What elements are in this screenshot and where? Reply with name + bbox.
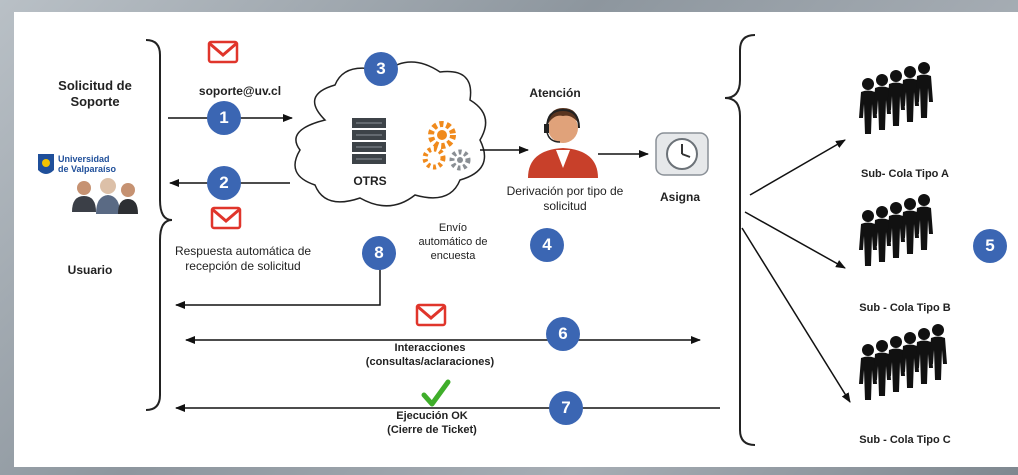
support-agent-icon <box>528 108 598 178</box>
step-badge-2: 2 <box>207 166 241 200</box>
logo-text: Universidad de Valparaíso <box>58 154 138 175</box>
logo-text-line2: de Valparaíso <box>58 163 117 174</box>
mail-icon <box>207 40 239 64</box>
interactions-line1: Interacciones <box>394 342 466 354</box>
derivation-line1: Derivación por tipo de <box>506 184 624 198</box>
execution-line1: Ejecución OK <box>396 410 468 422</box>
queue-c-label: Sub - Cola Tipo C <box>859 434 951 446</box>
mail-icon <box>415 303 447 327</box>
step-badge-1: 1 <box>207 101 241 135</box>
step-badge-4: 4 <box>530 228 564 262</box>
step-badge-8: 8 <box>362 236 396 270</box>
request-title-line2: Soporte <box>70 94 120 110</box>
survey-line1: Envío <box>438 222 468 234</box>
arrow-queue-c <box>741 227 851 403</box>
people-queue-icon <box>859 194 933 266</box>
gear-icon <box>422 121 471 171</box>
users-icon <box>72 178 138 214</box>
queue-a-label: Sub- Cola Tipo A <box>861 168 949 180</box>
left-brace <box>145 39 173 411</box>
diagram-canvas <box>14 12 1018 467</box>
university-logo-icon <box>38 154 54 174</box>
people-queue-icon <box>859 324 947 400</box>
logo-text-line1: Universidad <box>58 154 110 164</box>
step-badge-3: 3 <box>364 52 398 86</box>
request-title-line1: Solicitud de <box>58 78 132 93</box>
arrow-queue-b <box>744 211 846 269</box>
execution-line2: (Cierre de Ticket) <box>387 423 477 436</box>
arrow-survey <box>175 270 381 309</box>
clock-icon <box>655 132 709 176</box>
arrow-queue-a <box>749 139 846 196</box>
request-title: Solicitud de Soporte <box>40 78 150 111</box>
auto-reply-line2: recepción de solicitud <box>185 259 301 273</box>
step-badge-6: 6 <box>546 317 580 351</box>
right-brace <box>724 34 756 446</box>
user-label: Usuario <box>67 263 113 277</box>
derivation-label: Derivación por tipo de solicitud <box>490 184 640 214</box>
execution-label: Ejecución OK (Cierre de Ticket) <box>372 410 492 438</box>
support-email: soporte@uv.cl <box>198 84 282 98</box>
server-icon <box>352 118 386 164</box>
people-queue-icon <box>859 62 933 134</box>
step-badge-5: 5 <box>973 229 1007 263</box>
step-badge-7: 7 <box>549 391 583 425</box>
mail-icon <box>210 206 242 230</box>
survey-line3: encuesta <box>430 249 476 262</box>
interactions-line2: (consultas/aclaraciones) <box>365 355 495 368</box>
auto-reply-line1: Respuesta automática de <box>174 244 312 258</box>
otrs-label: OTRS <box>353 174 387 188</box>
auto-reply-label: Respuesta automática de recepción de sol… <box>158 244 328 274</box>
derivation-line2: solicitud <box>543 199 587 213</box>
attention-label: Atención <box>529 86 581 100</box>
queue-b-label: Sub - Cola Tipo B <box>859 302 951 314</box>
survey-label: Envío automático de encuesta <box>408 222 498 263</box>
interactions-label: Interacciones (consultas/aclaraciones) <box>350 342 510 370</box>
assign-label: Asigna <box>659 190 700 204</box>
survey-line2: automático de <box>418 235 488 248</box>
check-icon <box>421 379 451 407</box>
